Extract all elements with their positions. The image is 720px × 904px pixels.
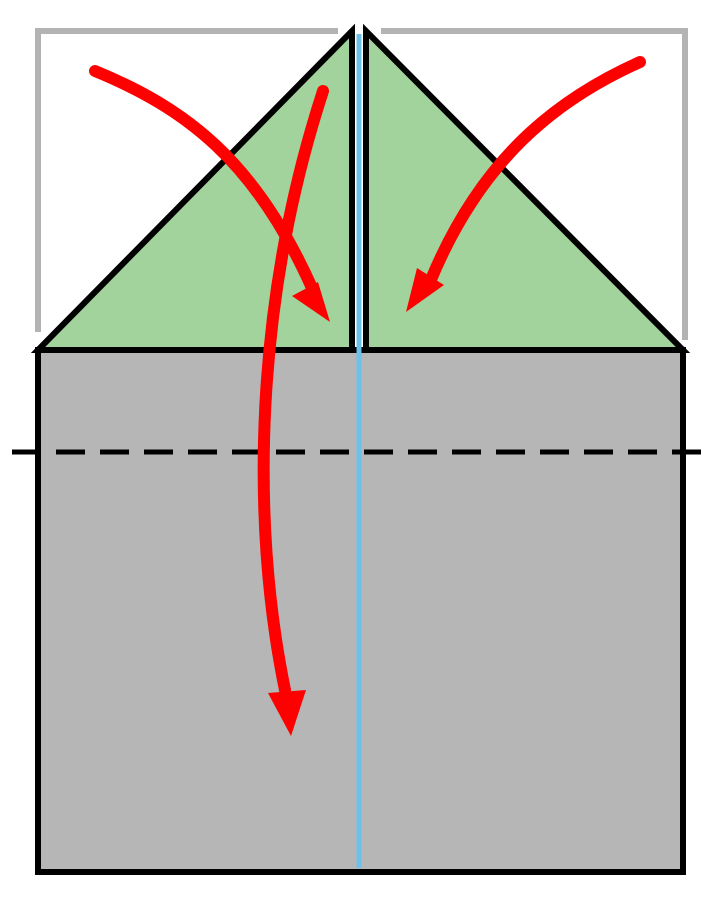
fold-right-corner-arrowhead	[406, 268, 444, 312]
left-folded-flap	[30, 23, 355, 353]
fold-top-down-arrow	[257, 85, 329, 696]
original-right-corner-outline	[381, 28, 688, 340]
fold-arrows	[89, 56, 646, 736]
original-left-corner-outline	[35, 28, 338, 332]
right-folded-flap	[363, 23, 691, 353]
fold-top-down-arrowhead	[268, 690, 306, 736]
fold-right-corner-arrow	[424, 56, 646, 288]
fold-left-corner-arrowhead	[292, 282, 330, 322]
